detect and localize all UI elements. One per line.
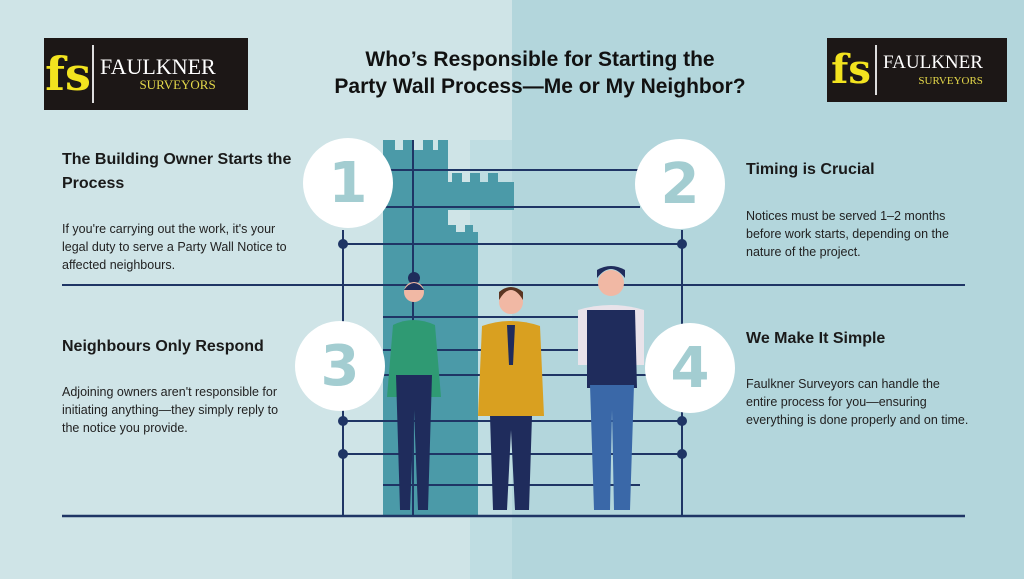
logo-mark: fs: [831, 46, 871, 93]
grid-dots: [338, 239, 687, 459]
title-line-2: Party Wall Process—Me or My Neighbor?: [334, 75, 746, 98]
step-2-body: Notices must be served 1–2 months before…: [746, 209, 949, 259]
step-number-3: 3: [295, 321, 385, 411]
man-vest-figure: [578, 266, 644, 510]
logo-sub: SURVEYORS: [139, 77, 216, 92]
step-number-1: 1: [303, 138, 393, 228]
step-number-2: 2: [635, 139, 725, 229]
step-1-heading: The Building Owner Starts the Process: [62, 151, 292, 192]
man-yellow-figure: [478, 287, 544, 510]
step-3-heading: Neighbours Only Respond: [62, 338, 264, 355]
step-2-heading: Timing is Crucial: [746, 161, 875, 178]
woman-figure: [387, 272, 441, 510]
logo-name: FAULKNER: [883, 52, 983, 73]
step-number-4: 4: [645, 323, 735, 413]
step-4-heading: We Make It Simple: [746, 330, 886, 347]
step-3-body: Adjoining owners aren't responsible for …: [62, 385, 279, 435]
logo-sub: SURVEYORS: [918, 75, 983, 87]
step-4-body: Faulkner Surveyors can handle the entire…: [746, 377, 969, 427]
logo-right: fs FAULKNER SURVEYORS: [827, 38, 1007, 102]
step-1-body: If you're carrying out the work, it's yo…: [62, 222, 287, 272]
logo-mark: fs: [45, 47, 91, 101]
logo-name: FAULKNER: [100, 54, 216, 79]
title-line-1: Who’s Responsible for Starting the: [365, 48, 715, 71]
